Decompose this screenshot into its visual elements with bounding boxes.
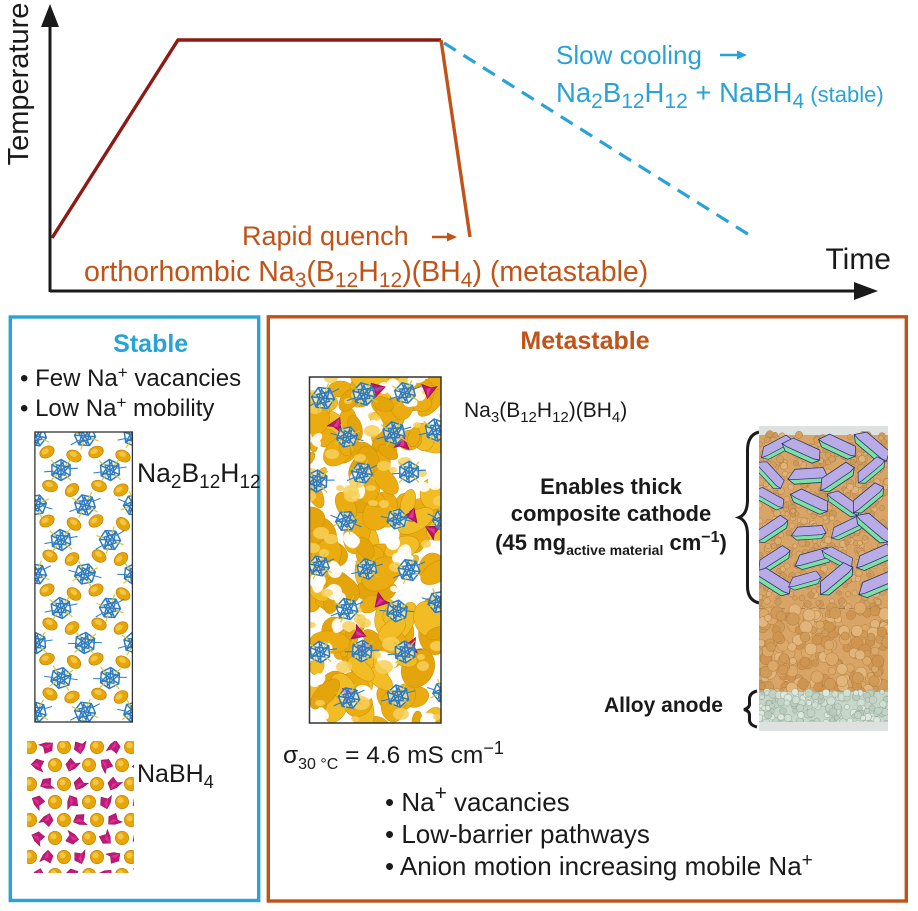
- svg-text:Time: Time: [825, 243, 891, 276]
- svg-text:• Low-barrier pathways: • Low-barrier pathways: [385, 819, 650, 849]
- svg-text:Temperature: Temperature: [3, 3, 35, 166]
- svg-text:composite cathode: composite cathode: [511, 501, 711, 526]
- svg-text:• Few Na+ vacancies: • Few Na+ vacancies: [20, 363, 241, 392]
- svg-text:• Anion motion increasing mobi: • Anion motion increasing mobile Na+: [385, 850, 813, 881]
- svg-text:Na3(B12H12)(BH4): Na3(B12H12)(BH4): [464, 399, 627, 426]
- svg-text:Stable: Stable: [113, 330, 188, 358]
- svg-text:NaBH4: NaBH4: [137, 760, 214, 792]
- svg-text:Slow cooling: Slow cooling: [556, 40, 702, 70]
- svg-text:Metastable: Metastable: [520, 327, 649, 355]
- svg-text:Enables thick: Enables thick: [540, 474, 683, 499]
- svg-text:Rapid quench: Rapid quench: [242, 221, 409, 251]
- svg-text:Na2B12H12 + NaBH4 (stable): Na2B12H12 + NaBH4 (stable): [556, 77, 884, 113]
- svg-text:Alloy anode: Alloy anode: [604, 694, 723, 717]
- svg-text:Na2B12H12: Na2B12H12: [137, 458, 261, 493]
- svg-text:• Na+ vacancies: • Na+ vacancies: [385, 782, 570, 817]
- svg-text:orthorhombic Na3(B12H12)(BH4): orthorhombic Na3(B12H12)(BH4) (metastabl…: [84, 256, 648, 292]
